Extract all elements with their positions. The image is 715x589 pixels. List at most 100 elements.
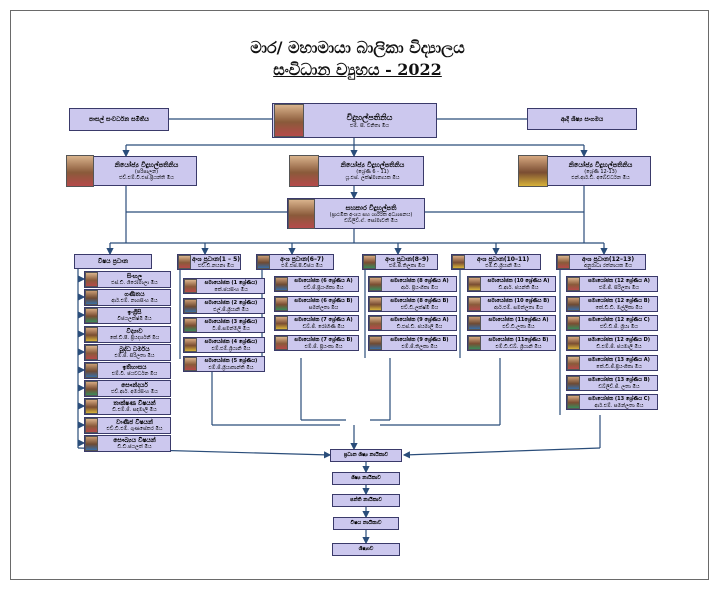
coordinator-label: සමායෝජක (1 ශ්‍රේණිය) (204, 279, 258, 286)
grade-section-head-name: එච්.ඩී.නයනා මිය (197, 262, 234, 269)
grade-coordinator-box: සමායෝජක (12 ශ්‍රේණිය C)එච්.ඩී.ජී. ශ්‍රිය… (566, 315, 658, 331)
grade-section-label: අංශ ප්‍රධාන(6–7) (280, 255, 324, 263)
coordinator-name: එම්.ජී.තිලකා මිය (401, 343, 438, 350)
subject-head-box: සෞඛ්‍යය විෂයන්ඩී.ඩී.ජයලත් මිය (84, 435, 171, 452)
coordinator-photo (567, 277, 580, 291)
student-chain-box: ශිෂ්‍ය නායිකාව (332, 472, 400, 485)
coordinator-photo (184, 318, 197, 332)
subject-head-name: කේ.ඩී.පී. ප්‍රියදර්ශනී මිය (109, 335, 160, 341)
coordinator-photo (567, 316, 580, 330)
principal-photo (274, 104, 304, 137)
coordinator-name: එච්.ඩී.ජී. ශ්‍රියා මිය (599, 323, 639, 330)
coordinator-label: සමායෝජක (4 ශ්‍රේණිය) (204, 338, 258, 345)
coordinator-name: ඩී.එස්.ඩී. ජයමාලි මිය (396, 323, 443, 330)
grade-section-head-box: අංශ ප්‍රධාන(6–7)එම්.එස්.පී.විජය මිය (256, 254, 334, 270)
grade-coordinator-box: සමායෝජක (6 ශ්‍රේණිය A)එච්.ජී.ප්‍රියංගිකා… (274, 276, 359, 292)
deputy-scope: (ශ්‍රේණි 6 - 11) (356, 169, 389, 175)
coordinator-name: ආර්. ප්‍රියංගිකා මිය (400, 284, 439, 291)
student-chain-label: විෂය නායිකාව (350, 520, 382, 526)
grade-coordinator-box: සමායෝජක (3 ශ්‍රේණිය)ටී.ජී.සමන්මලි මිය (183, 317, 265, 333)
grade-coordinator-box: සමායෝජක (5 ශ්‍රේණිය)එම්.ජී.ශ්‍රියාකාන්ති… (183, 356, 265, 372)
grade-coordinator-box: සමායෝජක (12 ශ්‍රේණිය A)එම්.ජී. සිරිලතා ම… (566, 276, 658, 292)
coordinator-photo (184, 279, 197, 293)
deputy-name: එන්.ආර්.ඩී. අබේවර්ධන මිය (571, 175, 630, 181)
subject-head-photo (85, 399, 98, 414)
grade-coordinator-box: සමායෝජක (8 ශ්‍රේණිය B)එච්.ඩී.ලක්ෂ්මී මිය (368, 296, 457, 312)
student-chain-label: පන්ති නායිකාව (350, 497, 382, 503)
connector-line (402, 447, 601, 459)
coordinator-label: සමායෝජක (9 ශ්‍රේණිය B) (390, 336, 449, 343)
deputy-scope: (ශ්‍රේණි 12-13) (584, 169, 617, 175)
coordinator-name: ආර්.එම්. සමන්ලතා මිය (594, 402, 644, 409)
coordinator-label: සමායෝජක (3 ශ්‍රේණිය) (204, 318, 258, 325)
coordinator-name: කේ.ජයසිංහ මිය (214, 286, 248, 293)
deputy-name: එච්.එම්.වී.එස්.ප්‍රියන්ති මිය (119, 175, 174, 181)
subject-head-name: එච්.ඩී.එම්. ගුණසේකර මිය (106, 426, 163, 432)
assistant-name: ඩබ්ලිව්.ඒ. සෝමාවතී මිය (344, 217, 398, 224)
grade-section-head-name: අනුරාධා රත්නායක මිය (584, 262, 632, 269)
coordinator-photo (468, 336, 481, 350)
chart-subtitle: සංවිධාන ව්‍යුහය - 2022 (273, 60, 442, 79)
grade-section-head-name: එම්.ඩී.ශ්‍රියානි මිය (485, 262, 521, 269)
subject-head-photo (85, 363, 98, 378)
grade-section-head-photo (557, 255, 570, 269)
sdc-box: පාසල් සංවර්ධන සමිතිය (69, 108, 169, 131)
subject-name: තාක්ෂණ විෂයන් (113, 400, 156, 407)
coordinator-name: කේ.ඩී.ඩී. මල්ලිකා මිය (595, 304, 643, 311)
subject-head-photo (85, 308, 98, 323)
subject-name: විද්‍යාව (126, 328, 143, 335)
subject-name: බුද්ධ ධර්මය (119, 346, 150, 353)
grade-coordinator-box: සමායෝජක (1 ශ්‍රේණිය)කේ.ජයසිංහ මිය (183, 278, 265, 294)
deputy-middle-photo (289, 155, 319, 187)
page-border (10, 10, 709, 580)
subject-head-photo (85, 381, 98, 396)
coordinator-name: ඩී.ආර්. ජයන්ති මිය (498, 284, 539, 291)
grade-coordinator-box: සමායෝජක (10 ශ්‍රේණිය B)ආර්.එම්. සමන්ලතා … (467, 296, 556, 312)
grade-section-head-box: අංශ ප්‍රධාන(1 – 5)එච්.ඩී.නයනා මිය (177, 254, 241, 270)
student-chain-box: ප්‍රධාන ශිෂ්‍ය නායිකාව (330, 449, 402, 462)
grade-coordinator-box: සමායෝජක (13 ශ්‍රේණිය C)ආර්.එම්. සමන්ලතා … (566, 394, 658, 410)
coordinator-label: සමායෝජක (11ශ්‍රේණිය A) (488, 316, 549, 323)
coordinator-label: සමායෝජක (13 ශ්‍රේණිය A) (588, 356, 650, 363)
student-chain-box: විෂය නායිකාව (333, 517, 399, 530)
coordinator-photo (468, 316, 481, 330)
student-chain-label: ශිෂ්‍යාව (358, 546, 374, 552)
subject-heads-header: විෂය ප්‍රධාන (74, 254, 152, 269)
coordinator-name: එච්.ඩී.ලතා මිය (502, 323, 535, 330)
grade-section-head-box: අංශ ප්‍රධාන(8–9)එම්.ජී.තිලකා මිය (362, 254, 438, 270)
grade-section-head-box: අංශ ප්‍රධාන(10–11)එම්.ඩී.ශ්‍රියානි මිය (451, 254, 541, 270)
grade-section-head-photo (178, 255, 191, 269)
grade-section-head-name: එම්.ජී.තිලකා මිය (389, 262, 425, 269)
grade-coordinator-box: සමායෝජක (8 ශ්‍රේණිය A)ආර්. ප්‍රියංගිකා ම… (368, 276, 457, 292)
coordinator-label: සමායෝජක (10 ශ්‍රේණිය B) (487, 297, 550, 304)
grade-section-label: අංශ ප්‍රධාන(1 – 5) (192, 255, 240, 263)
coordinator-photo (468, 297, 481, 311)
deputy-role: නියෝජ්‍ය විදුහල්පතිනිය (568, 161, 633, 169)
coordinator-photo (275, 336, 288, 350)
grade-coordinator-box: සමායෝජක (13 ශ්‍රේණිය A)කේ.ඩී.ජී.ප්‍රියංග… (566, 355, 658, 371)
oba-box: ආදි ශිෂ්‍ය සංගමය (527, 108, 637, 130)
coordinator-label: සමායෝජක (11ශ්‍රේණිය B) (488, 336, 549, 343)
coordinator-label: සමායෝජක (9 ශ්‍රේණිය A) (390, 316, 449, 323)
coordinator-name: එච්.ජී.ප්‍රියංගිකා මිය (303, 284, 344, 291)
principal-name: එම්. සී. වනිතා මිය (349, 122, 390, 129)
coordinator-photo (369, 277, 382, 291)
grade-section-head-photo (452, 255, 465, 269)
coordinator-photo (184, 338, 197, 352)
grade-coordinator-box: සමායෝජක (9 ශ්‍රේණිය B)එම්.ජී.තිලකා මිය (368, 335, 457, 351)
coordinator-photo (468, 277, 481, 291)
coordinator-name: ඩබ්ලිව්.ජී. ලතා මිය (598, 383, 640, 390)
subject-head-name: එම්.වී. ජයවර්ධන මිය (111, 371, 158, 377)
coordinator-photo (275, 316, 288, 330)
coordinator-label: සමායෝජක (6 ශ්‍රේණිය A) (294, 277, 353, 284)
coordinator-photo (567, 376, 580, 390)
coordinator-name: ඩබ්.ජී. රෝහිණි මිය (302, 323, 345, 330)
subject-head-name: එස්.ඩී. ශිරෝමාලා මිය (111, 280, 158, 286)
coordinator-label: සමායෝජක (12 ශ්‍රේණිය C) (588, 316, 650, 323)
subject-name: ඉතිහාසය (122, 364, 147, 371)
subject-head-name: එච්.ආර්. අමරසිංහ මිය (111, 389, 158, 395)
assistant-scope: (ප්‍රාථමික අංශය සහ ශාරීරික අධ්‍යාපනය) (329, 211, 413, 218)
coordinator-label: සමායෝජක (12 ශ්‍රේණිය D) (587, 336, 651, 343)
